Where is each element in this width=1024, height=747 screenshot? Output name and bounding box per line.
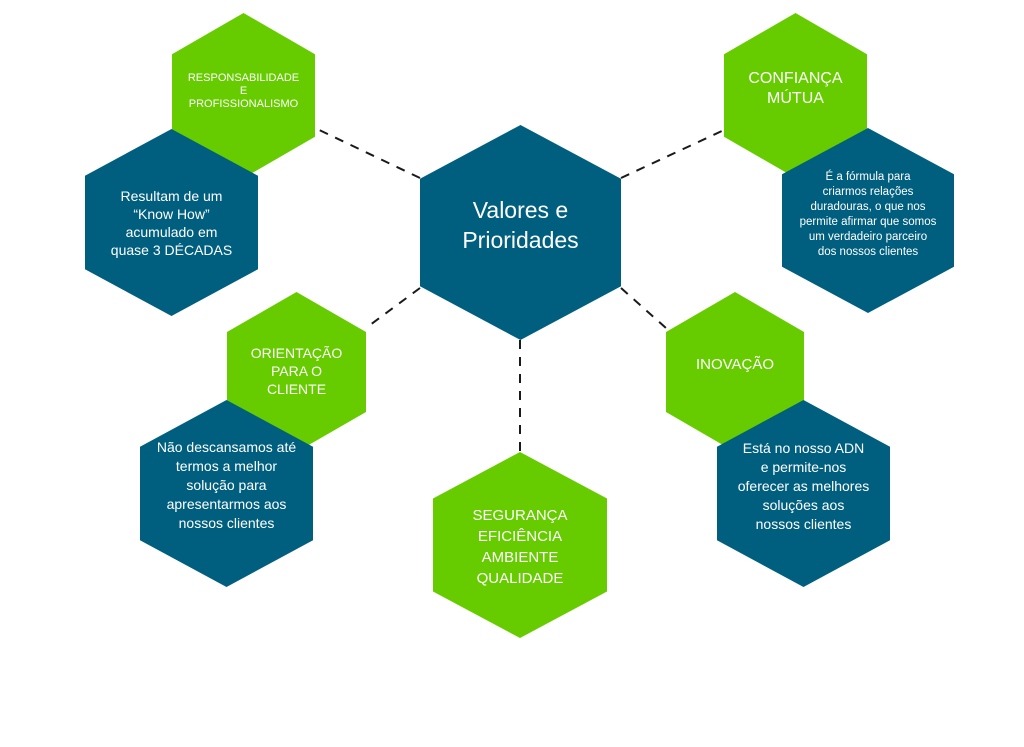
value-hex-seguranca: SEGURANÇA EFICIÊNCIA AMBIENTE QUALIDADE: [433, 452, 607, 638]
value-title-inovacao: INOVAÇÃO: [695, 356, 775, 373]
connector-inovacao: [620, 287, 667, 329]
value-title-seguranca: SEGURANÇA EFICIÊNCIA AMBIENTE QUALIDADE: [472, 507, 568, 587]
value-description-responsabilidade: Resultam de um “Know How” acumulado em q…: [110, 187, 233, 258]
value-description-confianca: É a fórmula para criarmos relações durad…: [799, 170, 937, 258]
value-title-orientacao: ORIENTAÇÃO PARA O CLIENTE: [250, 345, 343, 397]
connector-orientacao: [365, 287, 421, 329]
connector-responsabilidade: [314, 127, 421, 179]
value-description-orientacao: Não descansamos até termos a melhor solu…: [156, 439, 297, 531]
connector-confianca: [620, 129, 725, 179]
value-title-responsabilidade: RESPONSABILIDADE E PROFISSIONALISMO: [187, 72, 300, 110]
value-title-confianca: CONFIANÇA MÚTUA: [748, 69, 843, 107]
value-description-inovacao: Está no nosso ADN e permite-nos oferecer…: [737, 440, 870, 532]
description-hex-confianca: É a fórmula para criarmos relações durad…: [782, 128, 954, 313]
center-title: Valores e Prioridades: [462, 196, 579, 253]
